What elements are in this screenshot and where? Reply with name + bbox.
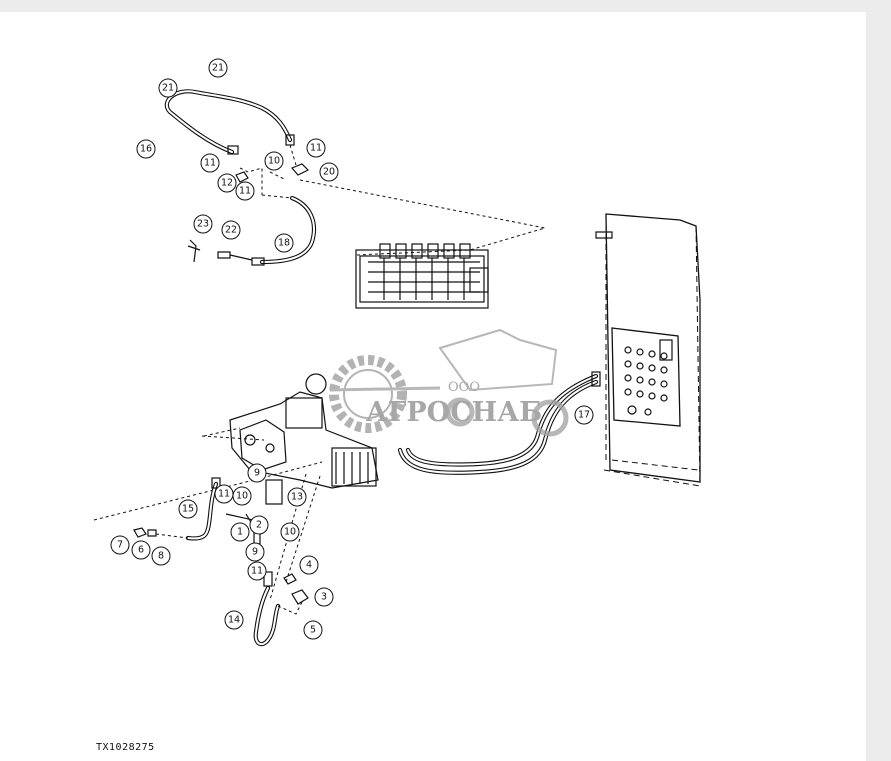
callout-13: 13 [287, 487, 307, 507]
watermark: ООО АГРОСНАБ [329, 328, 569, 437]
fittings-6-7-8 [133, 527, 157, 538]
svg-text:11: 11 [310, 143, 322, 154]
fitting-4 [283, 573, 297, 585]
svg-text:5: 5 [310, 625, 316, 636]
callout-6: 6 [131, 540, 151, 560]
callout-22: 22 [221, 220, 241, 240]
callout-11: 11 [247, 561, 267, 581]
callout-2: 2 [249, 515, 269, 535]
svg-text:11: 11 [218, 489, 230, 500]
svg-text:17: 17 [578, 410, 590, 421]
callout-11: 11 [214, 484, 234, 504]
svg-text:18: 18 [278, 238, 290, 249]
callout-7: 7 [110, 535, 130, 555]
fitting-12 [235, 171, 249, 183]
pump-assembly [93, 373, 379, 601]
svg-text:12: 12 [221, 178, 233, 189]
callout-17: 17 [574, 405, 594, 425]
callout-23: 23 [193, 214, 213, 234]
control-valve [355, 243, 489, 309]
svg-text:21: 21 [162, 83, 174, 94]
svg-text:10: 10 [284, 527, 296, 538]
svg-text:1: 1 [237, 527, 243, 538]
svg-text:23: 23 [197, 219, 209, 230]
svg-text:8: 8 [158, 551, 164, 562]
watermark-prefix: ООО [448, 380, 480, 395]
svg-text:9: 9 [252, 547, 258, 558]
svg-text:7: 7 [117, 540, 123, 551]
svg-text:11: 11 [204, 158, 216, 169]
svg-text:15: 15 [182, 504, 194, 515]
fitting-22 [217, 251, 253, 261]
callout-11: 11 [306, 138, 326, 158]
callout-14: 14 [224, 610, 244, 630]
figure-id: TX1028275 [96, 742, 155, 753]
fitting-16-end [227, 145, 239, 155]
lower-hose-assembly [133, 477, 309, 647]
callout-3: 3 [314, 587, 334, 607]
callout-20: 20 [319, 162, 339, 182]
callout-labels: 21 21 16 11 11 11 12 10 20 23 22 18 17 9… [110, 58, 594, 640]
svg-text:9: 9 [254, 468, 260, 479]
svg-text:3: 3 [321, 592, 327, 603]
right-side-panel [595, 213, 701, 487]
svg-text:6: 6 [138, 545, 144, 556]
fitting-3 [291, 589, 309, 605]
svg-text:10: 10 [236, 491, 248, 502]
callout-9: 9 [247, 463, 267, 483]
callout-10: 10 [264, 151, 284, 171]
callout-21: 21 [208, 58, 228, 78]
svg-text:11: 11 [239, 186, 251, 197]
upper-hose-assembly [164, 89, 546, 266]
callout-16: 16 [136, 139, 156, 159]
callout-1: 1 [230, 522, 250, 542]
callout-4: 4 [299, 555, 319, 575]
fitting-18-end [251, 257, 265, 266]
watermark-name: АГРОСНАБ [366, 397, 543, 428]
callout-10: 10 [280, 522, 300, 542]
svg-text:10: 10 [268, 156, 280, 167]
svg-text:16: 16 [140, 144, 152, 155]
svg-text:21: 21 [212, 63, 224, 74]
diagram-sheet [0, 12, 866, 761]
callout-5: 5 [303, 620, 323, 640]
fitting-23 [187, 239, 201, 263]
callout-8: 8 [151, 546, 171, 566]
svg-text:11: 11 [251, 566, 263, 577]
callout-15: 15 [178, 499, 198, 519]
callout-11: 11 [235, 181, 255, 201]
svg-text:22: 22 [225, 225, 237, 236]
callout-11: 11 [200, 153, 220, 173]
fitting-13-block [265, 479, 283, 505]
callout-10: 10 [232, 486, 252, 506]
svg-text:2: 2 [256, 520, 262, 531]
svg-text:14: 14 [228, 615, 240, 626]
fitting-20 [290, 163, 310, 176]
svg-text:20: 20 [323, 167, 335, 178]
callout-18: 18 [274, 233, 294, 253]
callout-9: 9 [245, 542, 265, 562]
callout-12: 12 [217, 173, 237, 193]
callout-21: 21 [158, 78, 178, 98]
svg-text:13: 13 [291, 492, 303, 503]
svg-text:4: 4 [306, 560, 312, 571]
